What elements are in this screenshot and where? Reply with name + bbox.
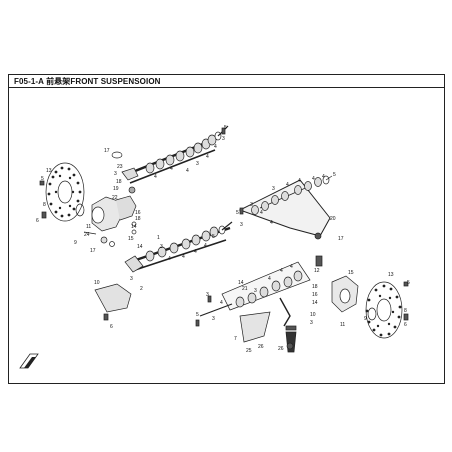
callout-6-lower-left: 6 — [110, 324, 113, 330]
callout-15-left: 15 — [128, 236, 134, 242]
callout-20: 20 — [330, 216, 336, 222]
callout-5-mid: 5 — [212, 234, 215, 240]
callout-5-top: 5 — [224, 125, 227, 131]
callout-4-e: 4 — [214, 144, 217, 150]
callout-4-ur-f: 4 — [270, 220, 273, 226]
upper-left-arm-shaft — [124, 125, 229, 184]
callout-9: 9 — [74, 240, 77, 246]
callout-5-right: 5 — [407, 280, 410, 286]
callout-14-right: 14 — [238, 280, 244, 286]
callout-4-f: 4 — [168, 256, 171, 262]
callout-14-right-b: 14 — [312, 300, 318, 306]
callout-3-ur-b: 3 — [250, 202, 253, 208]
callout-14-left-b: 14 — [137, 244, 143, 250]
callout-3-ur-a: 3 — [272, 186, 275, 192]
callout-3-lr-c: 3 — [212, 316, 215, 322]
left-brake-disc — [45, 162, 85, 222]
callout-22: 22 — [112, 195, 118, 201]
callout-23: 23 — [117, 164, 123, 170]
callout-4-i: 4 — [204, 243, 207, 249]
callout-4-lr-c: 4 — [268, 276, 271, 282]
upper-right-arm — [238, 175, 333, 237]
callout-10-right: 10 — [310, 312, 316, 318]
left-knuckle-arm — [115, 195, 137, 221]
left-lower-bracket — [94, 283, 132, 313]
callout-4-ur-b: 4 — [298, 178, 301, 184]
callout-3-left-bracket: 3 — [130, 276, 133, 282]
callout-13-right: 13 — [388, 272, 394, 278]
callout-3-lower-left: 3 — [160, 244, 163, 250]
callout-25: 25 — [246, 348, 252, 354]
callout-24: 24 — [84, 232, 90, 238]
right-brake-disc — [365, 281, 403, 339]
callout-4-g: 4 — [182, 254, 185, 260]
callout-11-left: 11 — [86, 224, 91, 230]
callout-4-ur-d: 4 — [322, 174, 325, 180]
callout-5-ur-b: 5 — [236, 210, 239, 216]
callout-8-right: 8 — [404, 308, 407, 314]
callout-26-b: 26 — [278, 346, 284, 352]
callout-17-upper: 17 — [104, 148, 110, 154]
callout-6-right: 6 — [404, 322, 407, 328]
callout-9-right: 9 — [364, 316, 367, 322]
callout-18-right: 18 — [312, 284, 318, 290]
diagram-title: F05-1-A 前悬架FRONT SUSPENSOION — [14, 77, 161, 86]
callout-18-left: 18 — [135, 216, 141, 222]
callout-17-right: 17 — [338, 236, 344, 242]
callout-8-left: 8 — [43, 202, 46, 208]
lower-left-arm — [124, 221, 233, 273]
callout-3-lr-b: 3 — [206, 292, 209, 298]
callout-3-upper-left: 3 — [114, 171, 117, 177]
callout-4-lr-b: 4 — [280, 268, 283, 274]
callout-4-lr-d: 4 — [220, 300, 223, 306]
lower-right-arm — [199, 261, 311, 353]
callout-labels: 17 13 5 8 6 23 3 18 19 22 4 4 4 3 4 4 3 … — [36, 125, 410, 354]
diagram-header: F05-1-A 前悬架FRONT SUSPENSOION — [9, 75, 444, 88]
callout-19: 19 — [113, 186, 119, 192]
callout-14-left: 14 — [131, 224, 137, 230]
callout-5-left: 5 — [41, 176, 44, 182]
callout-3-right: 3 — [310, 320, 313, 326]
callout-1: 1 — [157, 235, 160, 241]
callout-18-upper: 18 — [116, 179, 122, 185]
callout-3-ur-c: 3 — [240, 222, 243, 228]
left-hub-bearing — [91, 206, 105, 224]
callout-3-upper: 3 — [196, 161, 199, 167]
callout-4-a: 4 — [154, 174, 157, 180]
callout-21: 21 — [242, 286, 248, 292]
callout-4-h: 4 — [194, 249, 197, 255]
callout-15-right: 15 — [348, 270, 354, 276]
callout-5-ur: 5 — [333, 172, 336, 178]
callout-17-left: 17 — [90, 248, 96, 254]
callout-13-left: 13 — [46, 168, 52, 174]
callout-16-right: 16 — [312, 292, 318, 298]
callout-12: 12 — [314, 268, 320, 274]
callout-26: 26 — [258, 344, 264, 350]
callout-4-ur-e: 4 — [260, 210, 263, 216]
callout-3-top: 3 — [222, 136, 225, 142]
brand-logo-icon — [19, 353, 39, 369]
callout-5-lr: 5 — [196, 312, 199, 318]
callout-4-lr-a: 4 — [290, 264, 293, 270]
callout-4-d: 4 — [206, 154, 209, 160]
callout-4-ur-c: 4 — [312, 176, 315, 182]
callout-6-left: 6 — [36, 218, 39, 224]
diagram-frame: F05-1-A 前悬架FRONT SUSPENSOION — [8, 74, 445, 384]
callout-16-left: 16 — [135, 210, 141, 216]
callout-3-lr: 3 — [254, 288, 257, 294]
callout-7: 7 — [234, 336, 237, 342]
callout-11-right: 11 — [340, 322, 345, 328]
callout-10-left: 10 — [94, 280, 100, 286]
callout-4-b: 4 — [170, 166, 173, 172]
callout-4-ur-a: 4 — [286, 182, 289, 188]
left-seal-ring — [75, 203, 85, 217]
callout-2: 2 — [140, 286, 143, 292]
callout-4-c: 4 — [186, 168, 189, 174]
